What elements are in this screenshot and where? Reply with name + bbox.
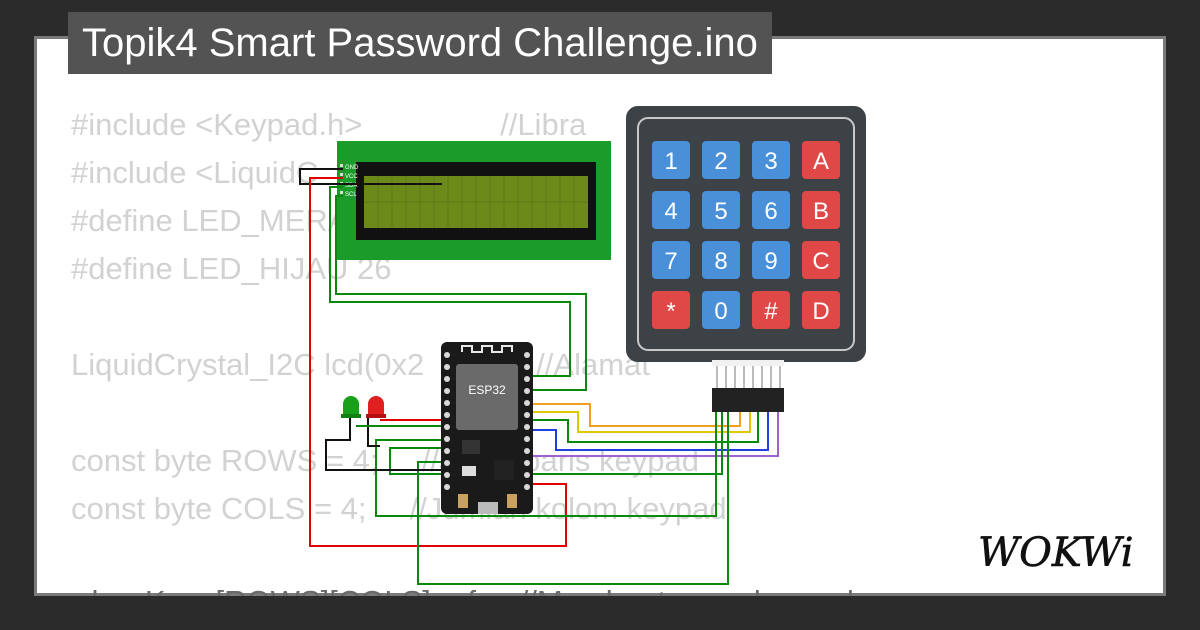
keypad-key-label: 4 — [664, 198, 677, 225]
keypad-key-4[interactable]: 4 — [652, 191, 690, 229]
wire-col2 — [389, 412, 723, 475]
keypad-key-label: A — [813, 148, 829, 175]
keypad-key-label: # — [764, 298, 778, 325]
led-red[interactable] — [366, 396, 386, 418]
keypad-key-label: 0 — [714, 298, 727, 325]
preview-card: #include <Keypad.h> //Libra #include <Li… — [34, 36, 1166, 596]
code-line-partial: char Key [ROWS][COLS] = { //Membuat arra… — [76, 584, 854, 596]
keypad-key-7[interactable]: 7 — [652, 241, 690, 279]
wire-col4 — [375, 412, 717, 517]
keypad-key-label: 2 — [714, 148, 727, 175]
code-line: #define LED_MERA — [71, 203, 349, 238]
wire-vcc — [309, 177, 567, 547]
keypad-key-D[interactable]: D — [802, 291, 840, 329]
keypad-key-label: 1 — [664, 148, 677, 175]
keypad-key-8[interactable]: 8 — [702, 241, 740, 279]
keypad-key-hash[interactable]: # — [752, 291, 790, 329]
keypad-key-0[interactable]: 0 — [702, 291, 740, 329]
wire-col1 — [530, 412, 779, 457]
keypad-key-label: 3 — [764, 148, 777, 175]
code-line: const byte COLS = 4; //Jumlah kolom keyp… — [71, 491, 727, 526]
wire-row2 — [530, 411, 751, 433]
project-title: Topik4 Smart Password Challenge.ino — [68, 12, 772, 74]
lcd-pin-scl: SCL — [345, 192, 357, 198]
keypad-key-star[interactable]: * — [652, 291, 690, 329]
esp32-label: ESP32 — [468, 383, 506, 397]
keypad-key-B[interactable]: B — [802, 191, 840, 229]
keypad-key-label: * — [666, 298, 675, 325]
bottom-frame — [0, 596, 1200, 630]
keypad-key-label: 5 — [714, 198, 727, 225]
wire-row3 — [530, 412, 759, 443]
keypad-key-9[interactable]: 9 — [752, 241, 790, 279]
keypad-key-label: 9 — [764, 248, 777, 275]
keypad-key-1[interactable]: 1 — [652, 141, 690, 179]
keypad-key-label: B — [813, 198, 829, 225]
keypad-key-label: 8 — [714, 248, 727, 275]
wire-sda — [329, 186, 571, 377]
led-green[interactable] — [341, 396, 361, 418]
wire-led-gnd-2 — [367, 418, 380, 447]
wire-row1 — [530, 403, 741, 427]
lcd-pin-vcc: VCC — [345, 174, 358, 180]
keypad-key-label: C — [812, 248, 829, 275]
lcd-pin-gnd: GND — [345, 165, 359, 171]
lcd-pin-sda: SDA — [345, 183, 357, 189]
wokwi-logo: WOKWi — [978, 530, 1134, 577]
code-line: #include <Keypad.h> //Libra — [71, 107, 587, 142]
keypad-key-3[interactable]: 3 — [752, 141, 790, 179]
wires — [299, 168, 779, 585]
keypad-key-2[interactable]: 2 — [702, 141, 740, 179]
code-line: LiquidCrystal_I2C lcd(0x2 ; //Alamat — [71, 347, 650, 382]
keypad-key-label: D — [812, 298, 829, 325]
esp32-board[interactable]: ESP32 — [441, 342, 533, 514]
lcd-display[interactable]: GND VCC SDA SCL — [337, 141, 611, 260]
wokwi-logo-text: WOKWi — [978, 530, 1134, 576]
keypad-key-label: 7 — [664, 248, 677, 275]
keypad-key-5[interactable]: 5 — [702, 191, 740, 229]
wire-row4 — [530, 412, 769, 451]
code-line: #define LED_HIJAU 26 — [71, 251, 392, 286]
keypad-key-6[interactable]: 6 — [752, 191, 790, 229]
wire-led-gnd — [325, 418, 442, 471]
wire-gnd — [299, 168, 442, 185]
keypad-key-C[interactable]: C — [802, 241, 840, 279]
wire-col3 — [417, 412, 729, 585]
keypad-key-label: 6 — [764, 198, 777, 225]
wire-scl — [335, 195, 587, 391]
keypad-key-A[interactable]: A — [802, 141, 840, 179]
keypad-4x4[interactable]: 1 2 3 A 4 5 6 B 7 8 9 C * 0 # D — [626, 106, 866, 412]
